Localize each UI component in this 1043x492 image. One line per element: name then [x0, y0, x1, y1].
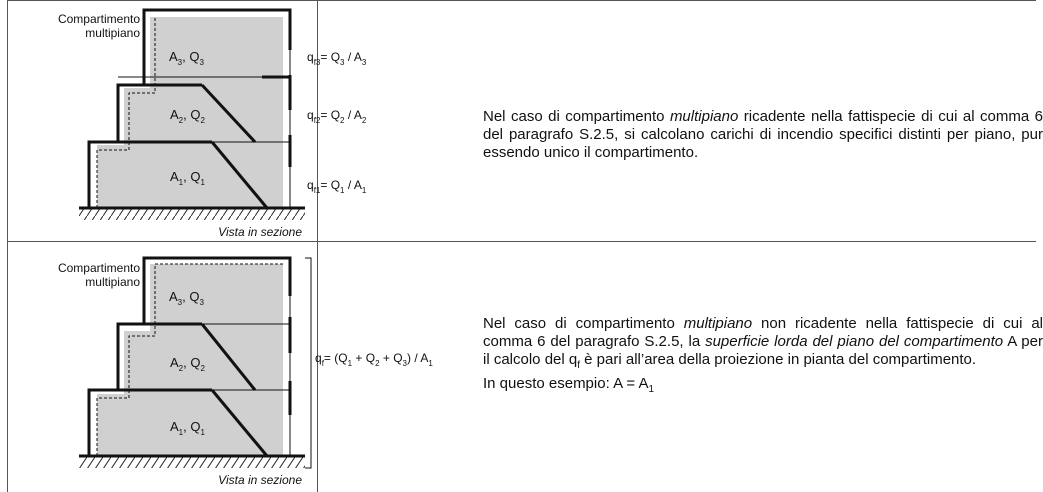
description-1: Nel caso di compartimento multipiano ric…: [483, 108, 1043, 161]
stair-lower: [210, 141, 269, 209]
formula-qf-total: qf= (Q1 + Q2 + Q3) / A1: [315, 351, 433, 368]
formula-qf2: qf2= Q2 / A2: [307, 108, 367, 125]
compartment-label-line1: Compartimento: [58, 12, 140, 26]
section-diagram-2: Compartimento multipiano A3, Q3 A2, Q2 A…: [58, 256, 305, 487]
floor-label-3: A3, Q3: [169, 289, 204, 307]
ground-hatch: [79, 456, 305, 468]
bracket: [305, 257, 312, 469]
figure-table: [7, 0, 1036, 492]
floor-label-3: A3, Q3: [169, 49, 204, 67]
compartment-label-line1: Compartimento: [58, 261, 140, 275]
stair-lower: [210, 389, 269, 457]
formula-qf3: qf3= Q3 / A3: [307, 50, 367, 67]
compartment-dashed-outline: [96, 17, 156, 208]
row-divider: [7, 241, 1036, 242]
stair-upper: [200, 323, 257, 391]
compartment-fill: [97, 17, 283, 208]
formulas-column-1: qf3= Q3 / A3 qf2= Q2 / A2 qf1= Q1 / A1: [307, 50, 367, 195]
formula-column-2: qf= (Q1 + Q2 + Q3) / A1: [305, 257, 433, 469]
floor-label-2: A2, Q2: [170, 107, 205, 125]
column-divider: [317, 0, 318, 492]
formula-qf1: qf1= Q1 / A1: [307, 178, 367, 195]
floor-label-1: A1, Q1: [170, 419, 205, 437]
section-diagram-1: Compartimento multipiano A3, Q3 A2, Q2 A…: [58, 8, 305, 239]
floor-label-2: A2, Q2: [170, 355, 205, 373]
compartment-fill: [97, 264, 283, 456]
floor-label-1: A1, Q1: [170, 169, 205, 187]
stair-upper: [200, 83, 257, 144]
caption-section-view: Vista in sezione: [218, 473, 302, 487]
ground-hatch: [79, 208, 305, 220]
compartment-label-line2: multipiano: [85, 275, 140, 289]
compartment-label-line2: multipiano: [85, 26, 140, 40]
compartment-dashed-outline: [96, 263, 283, 456]
description-2: Nel caso di compartimento multipiano non…: [483, 315, 1043, 395]
caption-section-view: Vista in sezione: [218, 225, 302, 239]
